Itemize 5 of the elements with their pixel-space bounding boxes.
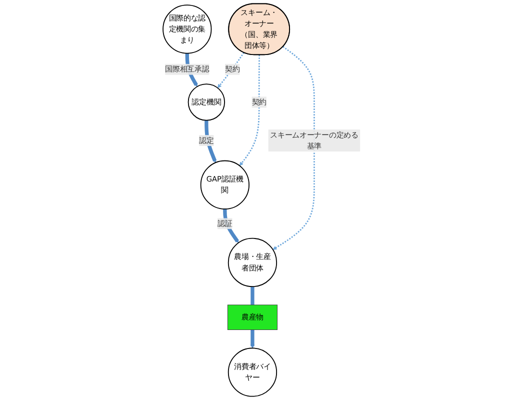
arrow [250,329,254,348]
arrow [239,54,260,166]
connector [250,286,254,306]
arrow [217,52,244,88]
arrow [272,46,315,250]
